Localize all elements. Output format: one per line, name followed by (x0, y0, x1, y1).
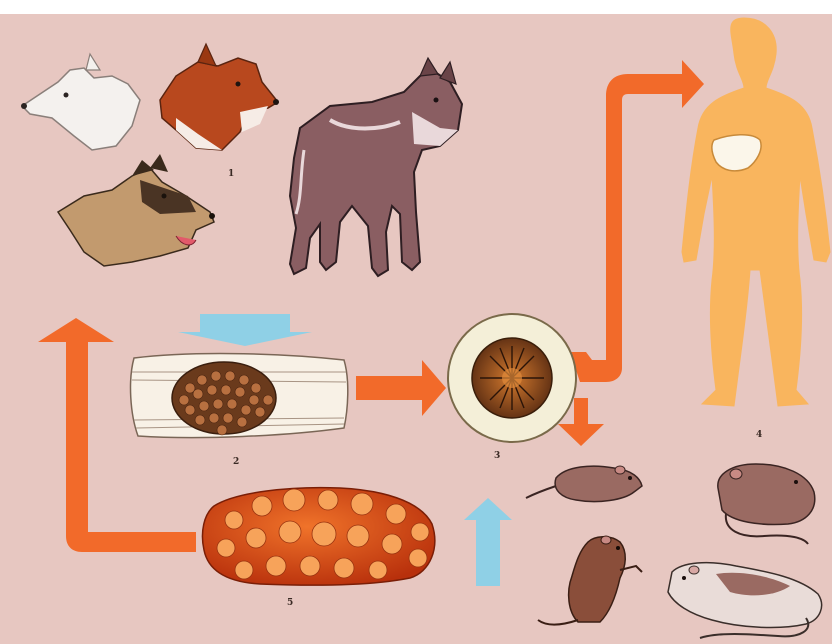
label-definitive-hosts: 1 (228, 170, 234, 179)
segment-illustration (131, 354, 348, 438)
egg-illustration (448, 314, 576, 442)
label-hydatid-cyst: 5 (287, 599, 293, 608)
label-human: 4 (756, 431, 762, 440)
label-egg: 3 (494, 452, 500, 461)
top-strip (0, 0, 832, 14)
label-segment: 2 (233, 458, 239, 467)
hydatid-cyst-illustration (202, 488, 434, 585)
